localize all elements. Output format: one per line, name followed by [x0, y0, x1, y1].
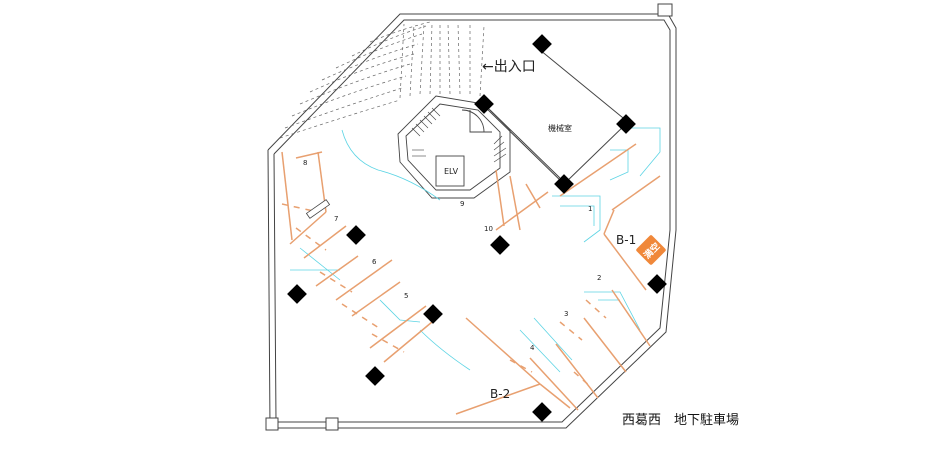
column — [474, 94, 494, 114]
column — [490, 235, 510, 255]
space-number: 9 — [460, 200, 464, 208]
columns — [287, 34, 667, 422]
column — [647, 274, 667, 294]
space-number: 2 — [597, 274, 601, 282]
space-number: 6 — [372, 258, 377, 266]
guide-lines — [290, 127, 661, 373]
plan-caption: 西葛西 地下駐車場 — [622, 413, 740, 428]
column — [365, 366, 385, 386]
space-number: 10 — [484, 225, 493, 233]
elevator-label: ELV — [444, 167, 459, 176]
stair-core — [397, 95, 511, 199]
column — [532, 402, 552, 422]
column — [346, 225, 366, 245]
wall-segment — [305, 199, 331, 219]
availability-badge: 満空 — [636, 235, 666, 265]
space-number: 8 — [303, 159, 307, 167]
entrance-label: ←出入口 — [482, 59, 536, 75]
space-number: 1 — [588, 205, 592, 213]
space-number: 7 — [334, 215, 338, 223]
column — [287, 284, 307, 304]
column — [423, 304, 443, 324]
machine-room-label: 機械室 — [548, 123, 572, 133]
entrance-ramp — [279, 21, 485, 139]
zone-label-b1: B-1 — [616, 233, 636, 247]
parking-lines — [281, 143, 661, 415]
column — [532, 34, 552, 54]
outer-walls — [265, 3, 677, 431]
space-number: 3 — [564, 310, 568, 318]
space-number: 4 — [530, 344, 535, 352]
zone-label-b2: B-2 — [490, 387, 510, 401]
space-number: 5 — [404, 292, 408, 300]
